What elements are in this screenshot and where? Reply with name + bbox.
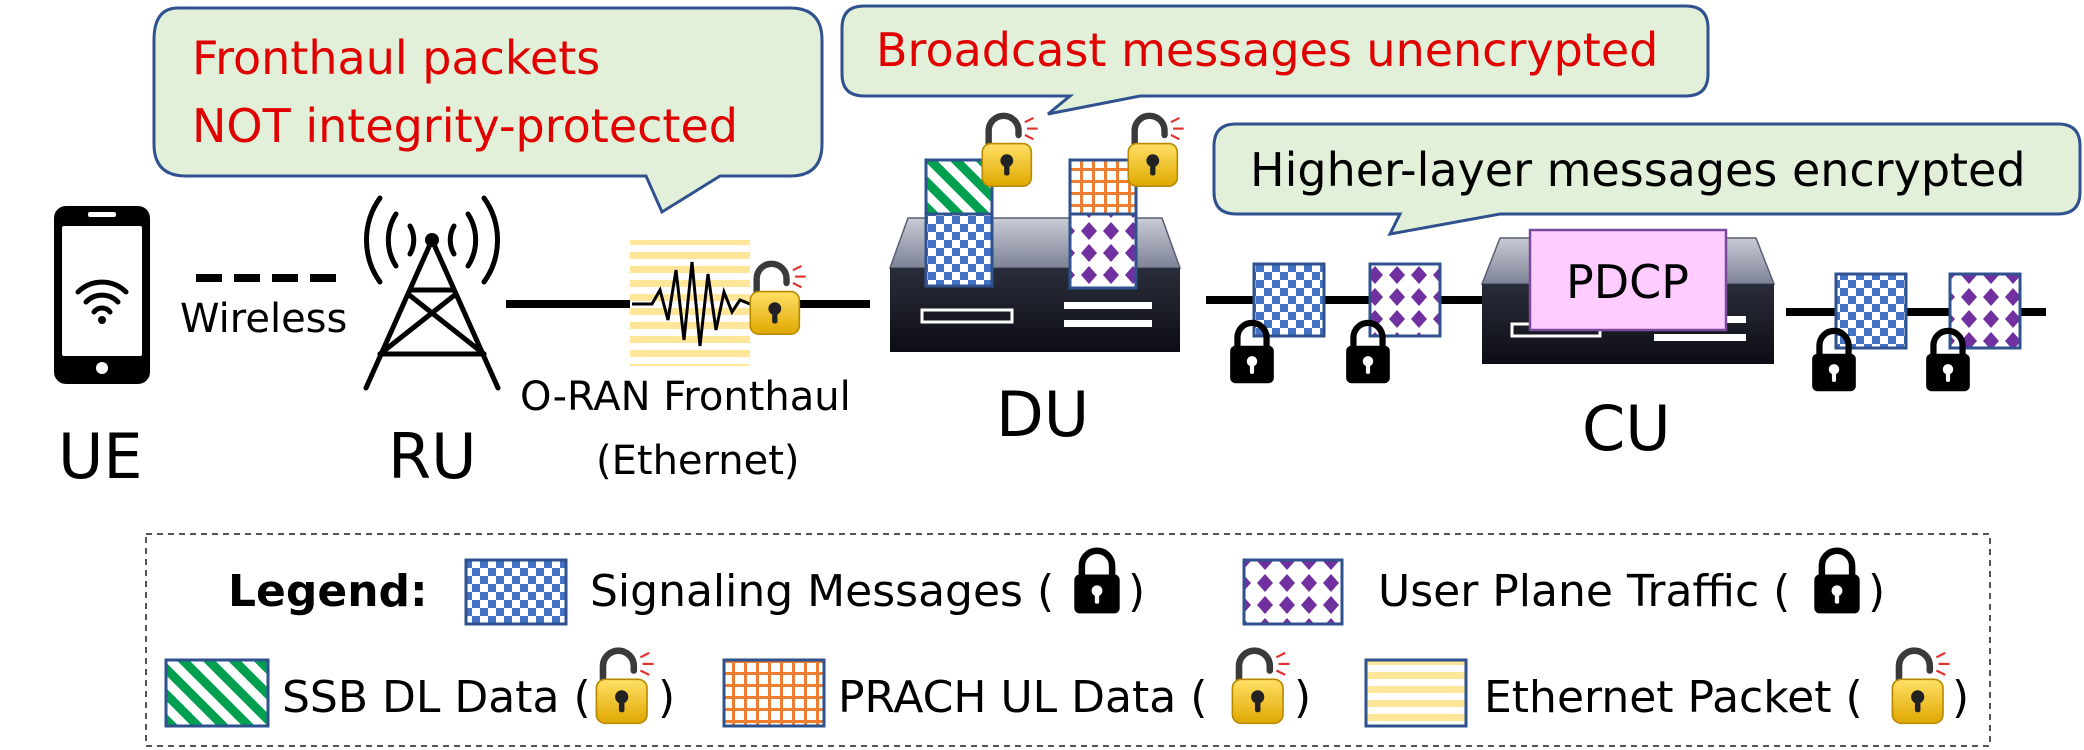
fronthaul-label-line1: O-RAN Fronthaul [520,374,851,420]
closed-padlock-icon [1812,331,1856,391]
higher-layer-callout-text: Higher-layer messages encrypted [1250,143,2026,197]
legend-user-plane-close: ) [1868,566,1885,617]
legend-ssb-swatch [164,658,270,728]
smartphone-icon [54,206,150,384]
legend-ethernet-label: Ethernet Packet ( [1484,672,1863,723]
ue-node: UE [54,206,150,493]
user-plane-block [1068,212,1138,290]
legend-prach-label: PRACH UL Data ( [838,672,1207,723]
legend-user-plane-label: User Plane Traffic ( [1378,566,1790,617]
waveform-icon [632,261,751,347]
signaling-block [924,212,994,288]
broadcast-callout: Broadcast messages unencrypted [840,4,1710,116]
legend-ethernet-close: ) [1952,672,1969,723]
ue-label: UE [58,420,143,493]
signaling-block [1252,262,1326,338]
fronthaul-callout-line1: Fronthaul packets [192,31,600,85]
user-plane-block [1368,262,1442,338]
prach-block [1068,158,1138,220]
legend-signaling-close: ) [1128,566,1145,617]
legend-prach-close: ) [1294,672,1311,723]
broadcast-callout-text: Broadcast messages unencrypted [876,23,1658,77]
ethernet-packet [630,240,751,366]
legend-ssb-close: ) [658,672,675,723]
pdcp-label: PDCP [1566,255,1689,309]
open-padlock-icon [982,116,1037,186]
legend-box [145,533,1991,747]
wireless-label: Wireless [180,296,347,342]
closed-padlock-icon [1346,323,1390,383]
cu-node: PDCP CU [1480,228,1776,465]
closed-padlock-icon [1230,323,1274,383]
antenna-tip [425,233,439,247]
legend-prach-swatch [722,658,826,728]
legend: Legend: Signaling Messages ( ) User Plan… [145,533,1991,747]
legend-signaling-label: Signaling Messages ( [590,566,1054,617]
legend-ethernet-swatch [1364,658,1468,728]
fronthaul-callout-line2: NOT integrity-protected [192,99,738,153]
legend-ssb-label: SSB DL Data ( [282,672,591,723]
fronthaul-callout: Fronthaul packets NOT integrity-protecte… [152,6,824,215]
open-padlock-icon [1128,116,1183,186]
antenna-tower-icon [363,195,501,391]
fronthaul-label-line2: (Ethernet) [596,438,800,484]
open-padlock-icon [750,264,805,334]
legend-user-plane-swatch [1242,558,1344,626]
du-cu-link [1206,262,1482,383]
wireless-link: Wireless [180,274,347,342]
higher-layer-callout: Higher-layer messages encrypted [1212,122,2082,237]
legend-title: Legend: [228,566,428,617]
du-node: DU [888,116,1184,451]
fronthaul-link: O-RAN Fronthaul (Ethernet) [506,240,870,484]
ru-label: RU [388,420,476,493]
closed-padlock-icon [1926,331,1970,391]
ru-node: RU [363,195,501,493]
du-label: DU [996,378,1089,451]
legend-signaling-swatch [464,558,568,626]
cu-label: CU [1582,392,1671,465]
pdcp-block [1528,228,1728,332]
cu-out-link [1786,272,2046,391]
